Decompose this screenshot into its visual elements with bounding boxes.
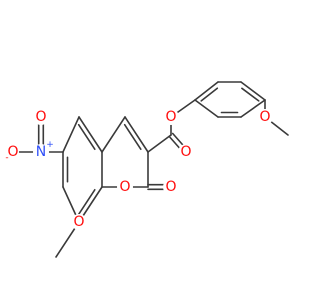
atom-label: O [165,179,176,195]
atom-o-ester-single: O [163,109,179,125]
atom-o-nitro-top: O [33,109,49,125]
bond-c4-c3 [124,116,149,153]
atom-label: O [73,214,84,230]
atom-n-nitro: N + [33,140,54,160]
bond-c8-c8a-inner [77,188,96,216]
atom-label: O [165,109,176,125]
negative-charge: - [5,153,8,163]
bond-p1-p2 [194,81,219,101]
atom-label: O [7,144,18,160]
bond-c5-c6 [62,116,80,153]
positive-charge: + [46,140,54,150]
atom-label: O [180,144,191,160]
bond-p4-p5 [240,99,266,118]
bond-c4a-c4 [101,116,126,153]
bond-c4-c3-inner [123,123,142,151]
bond-c4a-c5 [78,116,103,153]
bond-c4a-c5-inner [77,123,96,151]
bond-p6-p1 [194,99,219,118]
bond-c3-cester [147,134,172,153]
bond-p1-p2-inner [200,87,219,102]
atom-o-methoxy-phenyl: O [257,109,273,125]
atom-label: O [35,109,46,125]
atom-o-ester-carbonyl: O [178,144,194,160]
atom-o-ring: O [117,179,133,195]
bond-p3-p4 [240,81,266,101]
bond-p3-p4-inner [241,87,260,102]
atom-label: N [36,144,46,160]
atom-o-lactone-carbonyl: O [163,179,179,195]
atom-o-methoxy-c8: O [71,214,87,230]
atom-o-nitro-minus: O - [3,144,19,163]
atom-label: O [259,109,270,125]
molecule-structure-diagram: O O O O O O N + O O - [3,81,289,258]
bond-layer [10,81,289,258]
atom-label: O [119,179,130,195]
